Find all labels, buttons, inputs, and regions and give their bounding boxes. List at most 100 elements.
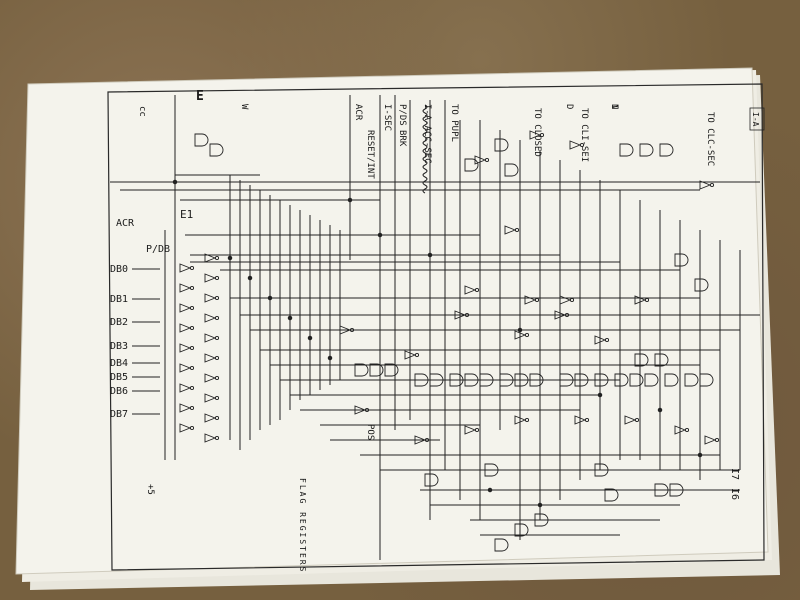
logic-gate [604, 488, 619, 502]
w-label: W [239, 104, 249, 110]
inverter-bubble [189, 285, 195, 291]
junction-dot [377, 232, 383, 238]
i6-label: I6 [729, 488, 740, 500]
inverter-bubble [569, 297, 575, 303]
logic-gate [639, 143, 654, 157]
logic-gate [424, 473, 439, 487]
inverter-bubble [189, 425, 195, 431]
pos-label: POS [365, 424, 375, 440]
logic-gate [529, 373, 544, 387]
e-label: E [196, 89, 204, 104]
inverter-bubble [349, 327, 355, 333]
logic-gate [464, 373, 479, 387]
junction-dot [267, 295, 273, 301]
logic-gate [354, 363, 369, 377]
junction-dot [287, 315, 293, 321]
logic-gate [494, 538, 509, 552]
inverter-bubble [514, 227, 520, 233]
inverter-symbol [354, 405, 367, 415]
logic-gate [669, 483, 684, 497]
inverter-bubble [189, 325, 195, 331]
inverter-symbol [204, 293, 217, 303]
sheet-title: FLAG REGISTERS [298, 478, 307, 573]
inverter-symbol [474, 155, 487, 165]
top-label: I-A-ACC-SEC [422, 104, 432, 164]
junction-dot [597, 392, 603, 398]
logic-gate [499, 373, 514, 387]
inverter-symbol [569, 140, 582, 150]
logic-gate [694, 278, 709, 292]
logic-gate [629, 373, 644, 387]
inverter-bubble [539, 132, 545, 138]
inverter-bubble [524, 332, 530, 338]
logic-gate [494, 138, 509, 152]
logic-gate [699, 373, 714, 387]
inverter-symbol [204, 353, 217, 363]
inverter-symbol [179, 363, 192, 373]
top-label: ACR [353, 104, 363, 121]
inverter-symbol [204, 433, 217, 443]
inverter-bubble [534, 297, 540, 303]
inverter-bubble [214, 355, 220, 361]
junction-dot [517, 327, 523, 333]
logic-gate [504, 163, 519, 177]
inverter-bubble [214, 335, 220, 341]
inverter-symbol [179, 303, 192, 313]
inverter-symbol [529, 130, 542, 140]
top-label: TO CLC-SEC [705, 112, 715, 166]
top-label: TO PUPL [449, 104, 459, 142]
inverter-bubble [214, 395, 220, 401]
inverter-symbol [179, 323, 192, 333]
inverter-bubble [604, 337, 610, 343]
inverter-symbol [594, 335, 607, 345]
logic-gate [384, 363, 399, 377]
inverter-symbol [179, 263, 192, 273]
logic-gate [594, 463, 609, 477]
db-label: DB0 [110, 264, 128, 275]
inverter-symbol [204, 393, 217, 403]
inverter-bubble [484, 157, 490, 163]
paper-sheet [15, 67, 769, 575]
junction-dot [487, 487, 493, 493]
logic-gate [464, 158, 479, 172]
inverter-symbol [514, 415, 527, 425]
top-label: I-SEC [382, 104, 392, 131]
inverter-bubble [214, 275, 220, 281]
junction-dot [327, 355, 333, 361]
logic-gate [634, 353, 649, 367]
inverter-bubble [189, 305, 195, 311]
inverter-bubble [214, 255, 220, 261]
inverter-bubble [714, 437, 720, 443]
inverter-symbol [464, 425, 477, 435]
logic-gate [614, 373, 629, 387]
logic-gate [574, 373, 589, 387]
inverter-symbol [554, 310, 567, 320]
inverter-bubble [214, 375, 220, 381]
logic-gate [209, 143, 224, 157]
inverter-bubble [189, 365, 195, 371]
junction-dot [427, 252, 433, 258]
db-label: DB3 [110, 341, 128, 352]
db-label: DB1 [110, 294, 128, 305]
wire-group [110, 95, 760, 560]
junction-dot [227, 255, 233, 261]
pdb-label: P/DB [146, 244, 170, 255]
inverter-symbol [624, 415, 637, 425]
acr-label: ACR [116, 218, 135, 229]
inverter-symbol [204, 373, 217, 383]
inverter-symbol [574, 415, 587, 425]
inverter-symbol [414, 435, 427, 445]
inverter-bubble [189, 385, 195, 391]
db-label: DB6 [110, 386, 128, 397]
inverter-symbol [204, 413, 217, 423]
inverter-bubble [564, 312, 570, 318]
inverter-symbol [179, 283, 192, 293]
inverter-bubble [424, 437, 430, 443]
inverter-symbol [699, 180, 712, 190]
logic-gate [369, 363, 384, 377]
logic-gate [449, 373, 464, 387]
inverter-symbol [504, 225, 517, 235]
logic-gate [414, 373, 429, 387]
inverter-bubble [214, 435, 220, 441]
inverter-symbol [634, 295, 647, 305]
